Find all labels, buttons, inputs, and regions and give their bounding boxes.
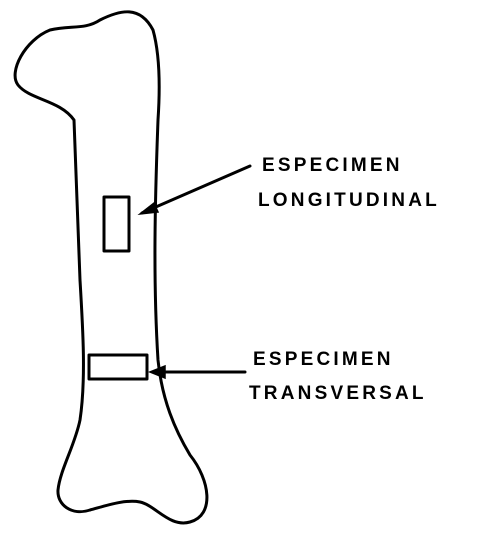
transversal-specimen-rect <box>89 355 147 379</box>
transversal-label-line2: TRANSVERSAL <box>249 384 427 403</box>
longitudinal-arrow-line <box>142 166 250 213</box>
femur-outline <box>15 12 207 523</box>
transversal-label-line1: ESPECIMEN <box>253 350 394 369</box>
longitudinal-label-line2: LONGITUDINAL <box>258 191 440 210</box>
longitudinal-arrowhead <box>140 203 158 214</box>
longitudinal-label-line1: ESPECIMEN <box>262 156 403 175</box>
longitudinal-specimen-rect <box>104 197 129 251</box>
